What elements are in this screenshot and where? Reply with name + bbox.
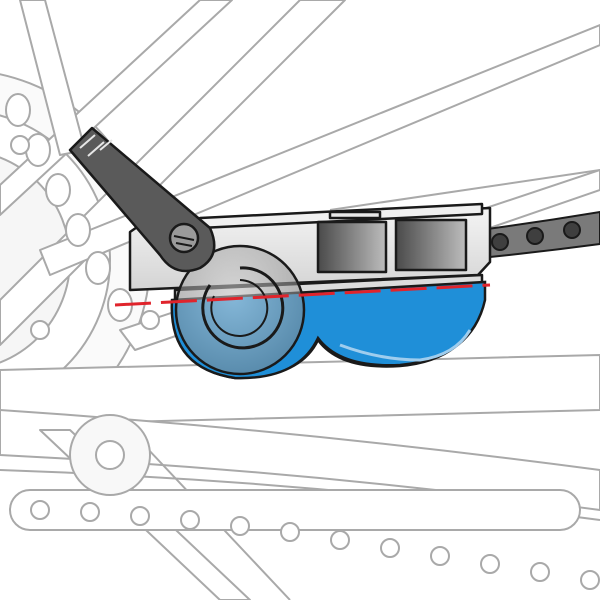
viewing-window-left: [316, 220, 388, 274]
cleaner-handle: [68, 126, 216, 273]
background-chain: [5, 93, 600, 590]
brush-wheel: [174, 244, 306, 376]
fluid-level-line: [114, 283, 491, 307]
chain-right: [479, 210, 600, 260]
viewing-window-right: [394, 218, 468, 272]
